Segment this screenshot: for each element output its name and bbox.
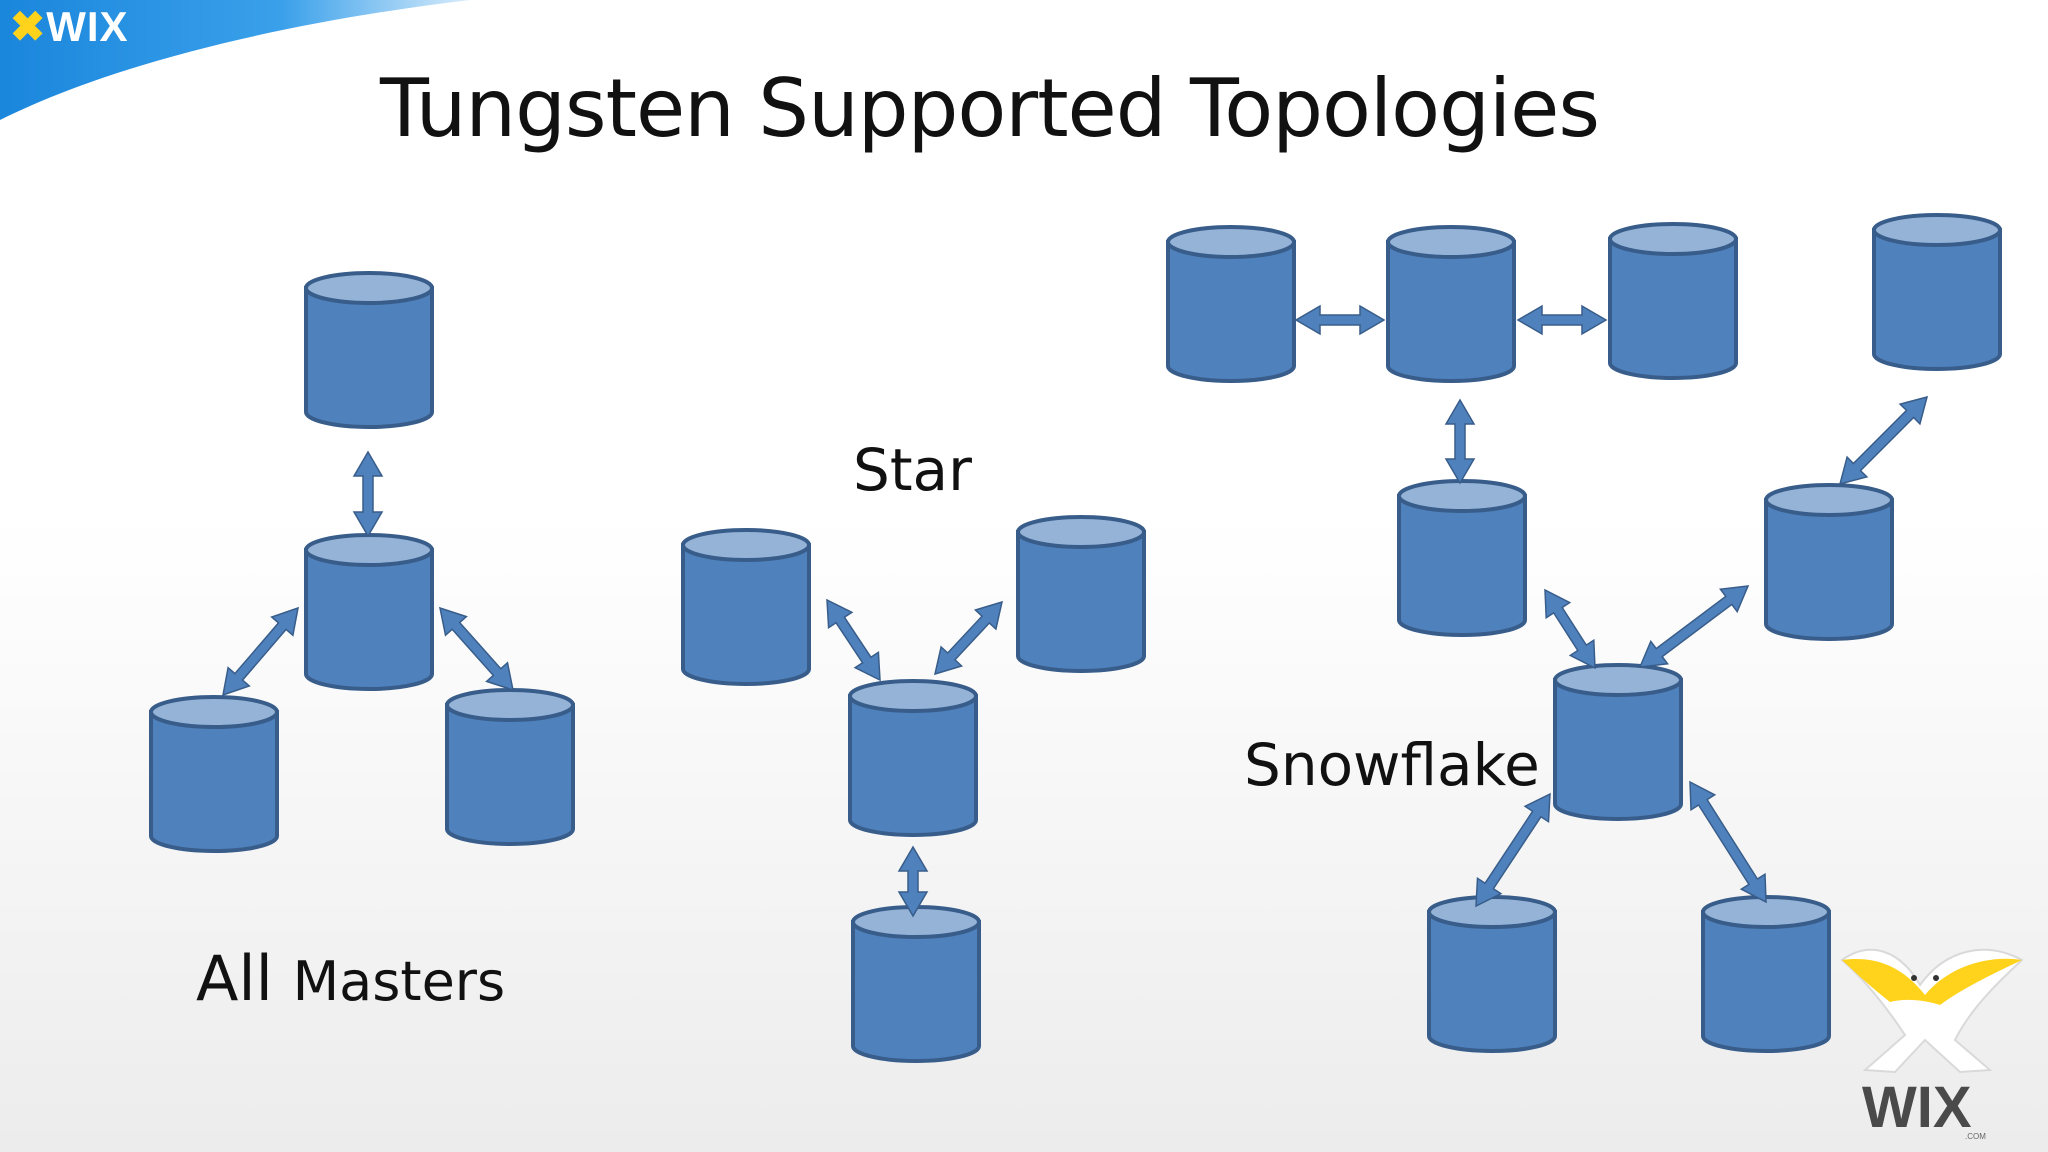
- snowflake-db-top-3: [1608, 222, 1738, 380]
- snowflake-db-hub: [1553, 663, 1683, 821]
- snowflake-db-top-1: [1166, 225, 1296, 383]
- snowflake-db-mid-left: [1397, 479, 1527, 637]
- all-masters-label-big: All: [196, 942, 273, 1015]
- wix-logo-text: WIX: [1862, 1075, 1972, 1140]
- snowflake-arrow-top-2-3: [1516, 304, 1608, 336]
- snowflake-arrow-top-4-down: [1838, 395, 1929, 486]
- wix-corner-logo: ✖WIX: [10, 2, 129, 51]
- all-masters-label-small: Masters: [292, 950, 506, 1013]
- snowflake-arrow-top-2-down: [1444, 398, 1476, 485]
- star-label: Star: [853, 436, 972, 504]
- star-db-left: [681, 528, 811, 686]
- snowflake-db-top-2: [1386, 225, 1516, 383]
- all-masters-arrow-top: [352, 450, 384, 538]
- corner-logo-text: WIX: [46, 3, 129, 50]
- snowflake-db-mid-right: [1764, 483, 1894, 641]
- snowflake-arrow-top-1-2: [1294, 304, 1386, 336]
- star-db-center: [848, 679, 978, 837]
- all-masters-db-center: [304, 533, 434, 691]
- snowflake-arrow-mid-left-hub: [1544, 588, 1596, 670]
- wix-x-icon: ✖: [10, 3, 47, 50]
- star-db-bottom: [851, 905, 981, 1063]
- snowflake-arrow-hub-bottom-right: [1689, 780, 1767, 904]
- slide-title: Tungsten Supported Topologies: [380, 62, 1600, 155]
- star-arrow-right: [933, 600, 1004, 676]
- all-masters-arrow-left: [222, 606, 299, 697]
- all-masters-db-right: [445, 688, 575, 846]
- star-arrow-left: [826, 598, 881, 682]
- snowflake-arrow-mid-right-hub: [1638, 585, 1750, 668]
- wix-mascot-logo-icon: [1840, 948, 2024, 1074]
- wix-logo-suffix: .COM: [1965, 1132, 1986, 1141]
- all-masters-label: All Masters: [196, 942, 505, 1015]
- snowflake-db-top-4: [1872, 213, 2002, 371]
- snowflake-arrow-hub-bottom-left: [1475, 792, 1551, 908]
- all-masters-db-left: [149, 695, 279, 853]
- star-arrow-bottom: [897, 845, 929, 918]
- all-masters-arrow-right: [439, 606, 514, 692]
- snowflake-db-bottom-left: [1427, 895, 1557, 1053]
- snowflake-db-bottom-right: [1701, 895, 1831, 1053]
- snowflake-label: Snowflake: [1244, 731, 1540, 799]
- star-db-right: [1016, 515, 1146, 673]
- header-banner: [0, 0, 470, 120]
- all-masters-db-top: [304, 271, 434, 429]
